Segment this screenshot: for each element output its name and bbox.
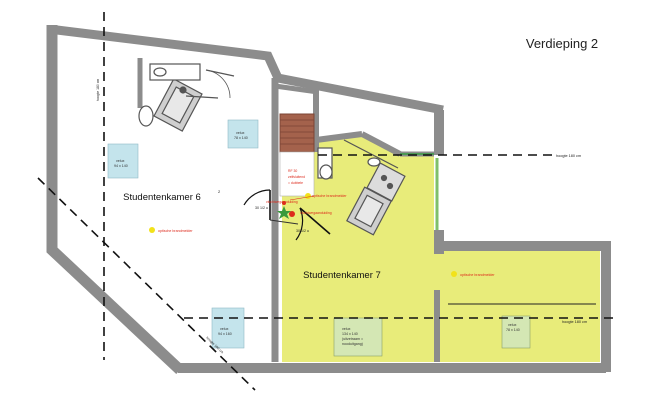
wall-room7-top — [315, 131, 363, 143]
safety-markers — [277, 195, 315, 219]
detector-room6 — [149, 227, 155, 233]
landing-note-1: RF 30 — [288, 169, 297, 173]
velux-4-note1: (uitzetraam = — [342, 337, 363, 341]
wall-top — [56, 25, 444, 115]
floor-title: Verdieping 2 — [526, 36, 598, 51]
detector-room7 — [451, 271, 457, 277]
velux-5 — [501, 315, 531, 349]
landing-doors — [243, 189, 331, 241]
room-6-label: Studentenkamer 6 — [123, 192, 201, 203]
velux-5-title: velux — [508, 323, 517, 327]
staircase — [279, 113, 315, 197]
door-label-right: 30 1/2 u — [296, 229, 309, 233]
room-7-label: Studentenkamer 7 — [303, 270, 381, 281]
velux-1-size: 94 x 140 — [114, 164, 128, 168]
stove-burner — [179, 86, 187, 94]
velux-2 — [227, 119, 259, 149]
velux-2-size: 78 x 140 — [234, 136, 248, 140]
inner-walls — [137, 58, 440, 362]
velux-1 — [107, 143, 139, 179]
landing-note-3: = dubbele — [288, 181, 303, 185]
velux-4-title: velux — [342, 327, 351, 331]
ceiling-height-lines — [37, 12, 614, 391]
wall-bath-top — [360, 131, 402, 157]
velux-4-note2: nooduitgang) — [342, 342, 363, 346]
velux-4 — [333, 317, 383, 357]
outer-walls — [46, 25, 611, 375]
detector-label-room6: optische brandmelder — [158, 229, 193, 233]
velux-5-size: 78 x 140 — [506, 328, 520, 332]
velux-3-title: velux — [220, 327, 229, 331]
wall-stair-top — [274, 83, 319, 95]
height-label-right-top: hoogte 180 cm — [556, 154, 581, 158]
escape-route-label-b: vluchtwegaanduiding — [300, 211, 332, 215]
marker-2: 2 — [218, 189, 221, 194]
height-label-right-bottom: hoogte 180 cm — [562, 320, 587, 324]
detector-label-landing: optische brandmelder — [312, 194, 347, 198]
diag-left — [37, 177, 256, 391]
wall-right-lower — [443, 241, 611, 372]
detector-landing — [305, 193, 311, 199]
door-room7 — [299, 207, 331, 235]
bathroom-room6 — [138, 63, 235, 132]
velux-3 — [211, 307, 245, 349]
detector-label-room7: optische brandmelder — [460, 273, 495, 277]
wall-left-top — [46, 25, 184, 375]
bathroom-room7 — [317, 139, 406, 236]
door-label-left: 30 1/2 u — [255, 206, 268, 210]
velux-3-size: 94 x 160 — [218, 332, 232, 336]
velux-4-size: 134 x 140 — [342, 332, 358, 336]
escape-route-label-a: vluchtwegaanduiding — [266, 200, 298, 204]
toilet — [138, 105, 154, 127]
velux-2-title: velux — [236, 131, 245, 135]
velux-1-title: velux — [116, 159, 125, 163]
height-label-vertical: hoogte 180 cm — [96, 79, 100, 102]
landing-note-2: zelfsluitend — [288, 175, 305, 179]
velux-windows — [107, 119, 531, 357]
